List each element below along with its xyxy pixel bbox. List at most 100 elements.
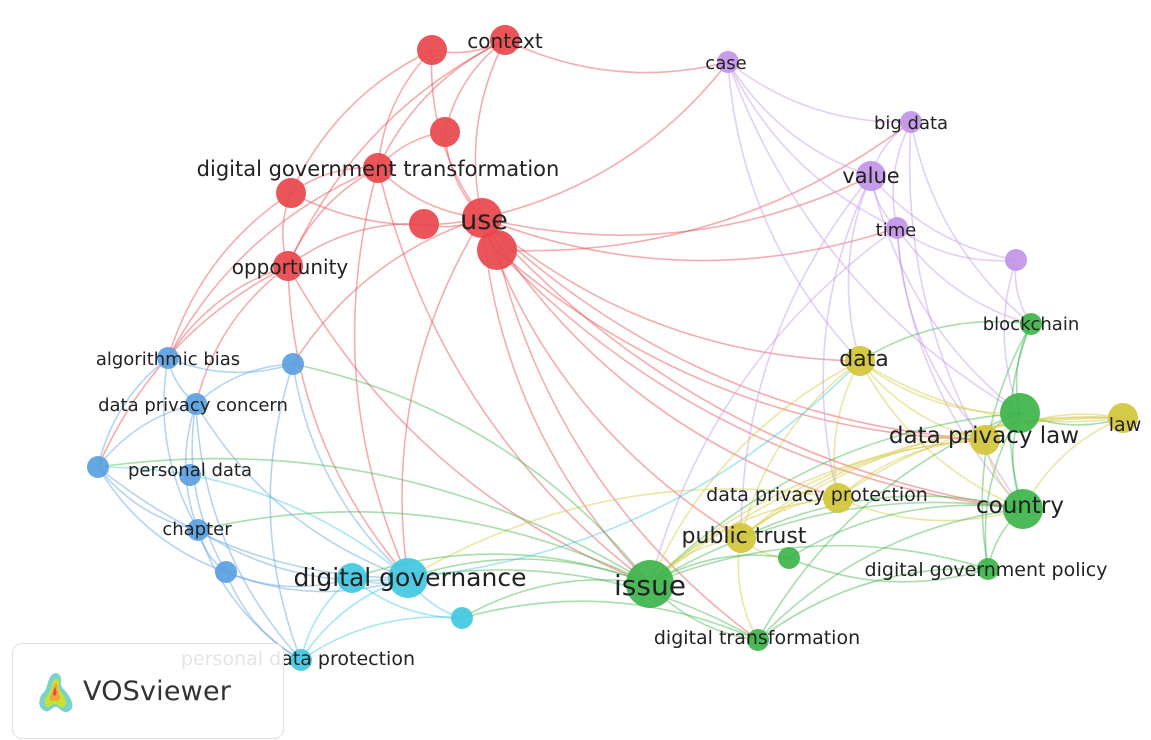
label-dt[interactable]: digital transformation <box>654 627 860 649</box>
edge-value-data <box>847 175 872 362</box>
edge-country-dt <box>757 508 1024 641</box>
edge-data-dpp <box>833 360 861 499</box>
edge-time-dpl <box>896 227 986 441</box>
label-chapter[interactable]: chapter <box>162 519 232 540</box>
node-publictrust[interactable] <box>726 523 756 553</box>
node-red_a[interactable] <box>417 35 447 65</box>
node-blue_b[interactable] <box>179 464 201 486</box>
edge-issue-chapter <box>197 511 651 585</box>
node-context[interactable] <box>490 25 520 55</box>
label-bigdata[interactable]: big data <box>874 113 948 134</box>
node-dt[interactable] <box>747 629 769 651</box>
edge-chapter-dg <box>197 529 409 582</box>
edge-red_e-country <box>496 249 1024 510</box>
label-dpc[interactable]: data privacy concern <box>98 395 288 416</box>
node-data[interactable] <box>845 346 875 376</box>
edge-case-bigdata <box>727 61 912 123</box>
vosviewer-logo-icon <box>39 673 73 713</box>
node-algbias[interactable] <box>157 347 179 369</box>
edge-issue-cyan_b <box>461 579 651 619</box>
edge-use-case <box>481 61 729 219</box>
edge-country-publictrust <box>740 495 1024 539</box>
label-context[interactable]: context <box>467 29 543 53</box>
label-dgp[interactable]: digital government policy <box>865 559 1108 581</box>
edge-blue_c-dg <box>225 571 409 593</box>
node-opportunity[interactable] <box>273 251 303 281</box>
node-cyan_b[interactable] <box>451 607 473 629</box>
edge-data-law <box>859 360 1124 423</box>
edge-dgp-dt <box>757 567 989 641</box>
label-dgt[interactable]: digital government transformation <box>197 157 560 181</box>
edge-case-dplaw_g <box>727 61 1021 414</box>
edge-issue-blue_a <box>292 363 651 585</box>
node-country[interactable] <box>1003 489 1043 529</box>
label-use[interactable]: use <box>460 205 508 236</box>
edge-value-publictrust <box>740 175 872 539</box>
label-dg[interactable]: digital governance <box>294 563 527 592</box>
node-value[interactable] <box>856 161 886 191</box>
label-country[interactable]: country <box>976 493 1064 519</box>
node-dpp[interactable] <box>823 483 853 513</box>
node-green_a[interactable] <box>778 547 800 569</box>
node-blue_c[interactable] <box>215 561 237 583</box>
node-blue_a[interactable] <box>282 353 304 375</box>
edge-case-time <box>727 61 898 229</box>
node-dgt[interactable] <box>363 153 393 183</box>
edge-algbias-blue_a <box>167 357 294 374</box>
label-issue[interactable]: issue <box>614 569 686 602</box>
edge-dpc-dg <box>195 403 409 579</box>
node-dpl[interactable] <box>970 425 1000 455</box>
node-bigdata[interactable] <box>900 111 922 133</box>
node-dpc[interactable] <box>185 393 207 415</box>
node-case[interactable] <box>717 51 739 73</box>
node-purple_a[interactable] <box>1005 249 1027 271</box>
label-personaldata[interactable]: personal data <box>128 460 252 481</box>
edge-use-value <box>481 175 872 236</box>
label-dpl[interactable]: data privacy law <box>889 423 1079 449</box>
edge-chapter-pdp <box>197 529 302 661</box>
node-chapter[interactable] <box>187 519 209 541</box>
edge-country-issue <box>649 501 1024 585</box>
node-issue[interactable] <box>626 560 674 608</box>
edge-dgt-issue <box>377 167 651 585</box>
edge-red_e-bigdata <box>496 121 912 252</box>
node-red_c[interactable] <box>276 178 306 208</box>
label-time[interactable]: time <box>876 220 917 241</box>
node-cyan_a[interactable] <box>337 563 367 593</box>
node-law[interactable] <box>1108 403 1138 433</box>
label-dpp[interactable]: data privacy protection <box>706 484 928 506</box>
node-dg[interactable] <box>388 558 428 598</box>
edge-use-dpl <box>481 217 986 441</box>
edge-dpc-blue_c <box>191 403 227 573</box>
label-algbias[interactable]: algorithmic bias <box>96 349 240 370</box>
label-case[interactable]: case <box>705 53 746 74</box>
node-red_d[interactable] <box>409 209 439 239</box>
label-publictrust[interactable]: public trust <box>682 524 807 549</box>
edge-use-time <box>481 217 898 262</box>
edge-data-country <box>859 360 1024 510</box>
node-blockchain[interactable] <box>1020 313 1042 335</box>
node-use[interactable] <box>462 198 502 238</box>
node-red_b[interactable] <box>430 117 460 147</box>
edge-blue_a-pdp <box>269 363 302 661</box>
label-opportunity[interactable]: opportunity <box>232 255 349 279</box>
label-value[interactable]: value <box>842 164 899 188</box>
edge-dpc-personaldata <box>97 403 197 468</box>
node-red_e[interactable] <box>477 230 517 270</box>
edge-time-issue <box>649 227 898 585</box>
edge-context-red_b <box>444 39 506 133</box>
node-dgp[interactable] <box>977 558 999 580</box>
node-pdp[interactable] <box>290 649 312 671</box>
node-personaldata[interactable] <box>87 456 109 478</box>
label-data[interactable]: data <box>839 347 889 372</box>
edge-time-country <box>896 227 1024 510</box>
label-law[interactable]: law <box>1109 414 1141 436</box>
edge-context-case <box>504 39 729 74</box>
edge-use-dpp <box>481 217 839 499</box>
node-dplaw_g[interactable] <box>1000 393 1040 433</box>
label-layer: context digital government transformation… <box>96 29 1141 670</box>
edge-case-data <box>727 61 861 362</box>
node-time[interactable] <box>886 217 908 239</box>
edge-dgp-issue <box>649 544 989 585</box>
label-blockchain[interactable]: blockchain <box>983 314 1080 335</box>
